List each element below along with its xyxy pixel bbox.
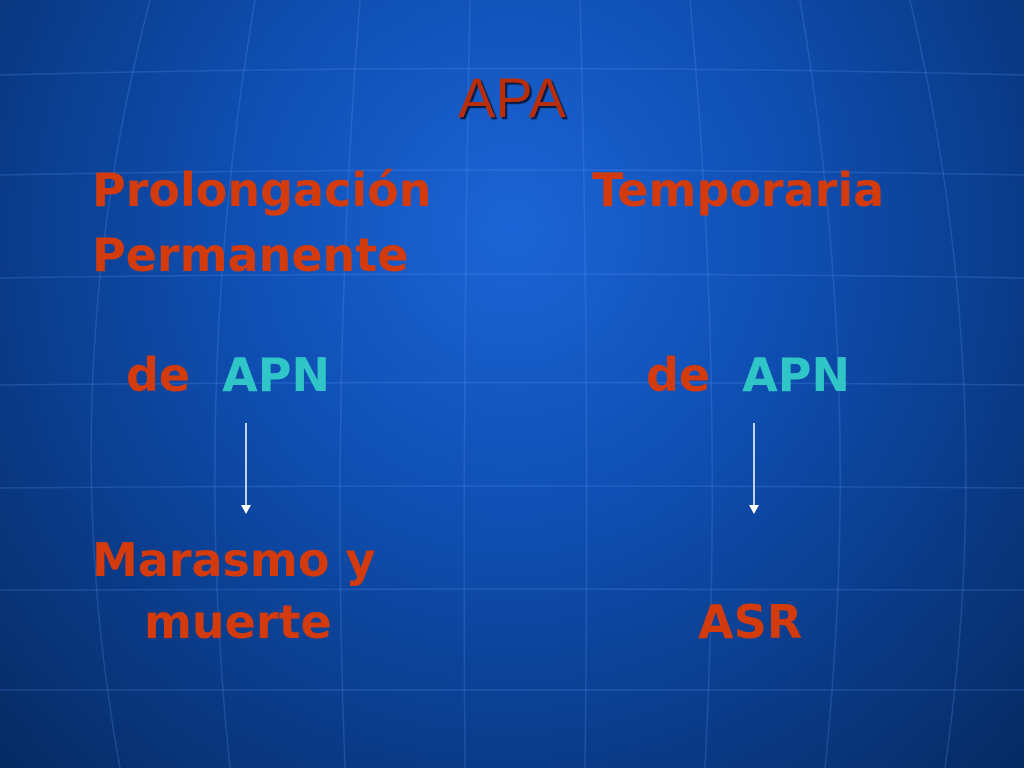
left-acronym: APN xyxy=(222,348,330,402)
right-heading: Temporaria xyxy=(592,163,885,217)
left-result-line1: Marasmo y xyxy=(92,533,376,587)
left-down-arrow-icon xyxy=(241,423,251,514)
right-acronym: APN xyxy=(742,348,850,402)
right-apn-line: de APN xyxy=(646,352,850,398)
left-heading-line1: Prolongación xyxy=(92,163,432,217)
left-prefix: de xyxy=(126,348,191,402)
right-prefix: de xyxy=(646,348,711,402)
left-apn-line: de APN xyxy=(126,352,330,398)
slide-title: APA xyxy=(458,66,566,129)
left-result-line2: muerte xyxy=(144,595,332,649)
right-result: ASR xyxy=(698,595,803,649)
right-down-arrow-icon xyxy=(749,423,759,514)
left-heading-line2: Permanente xyxy=(92,228,409,282)
